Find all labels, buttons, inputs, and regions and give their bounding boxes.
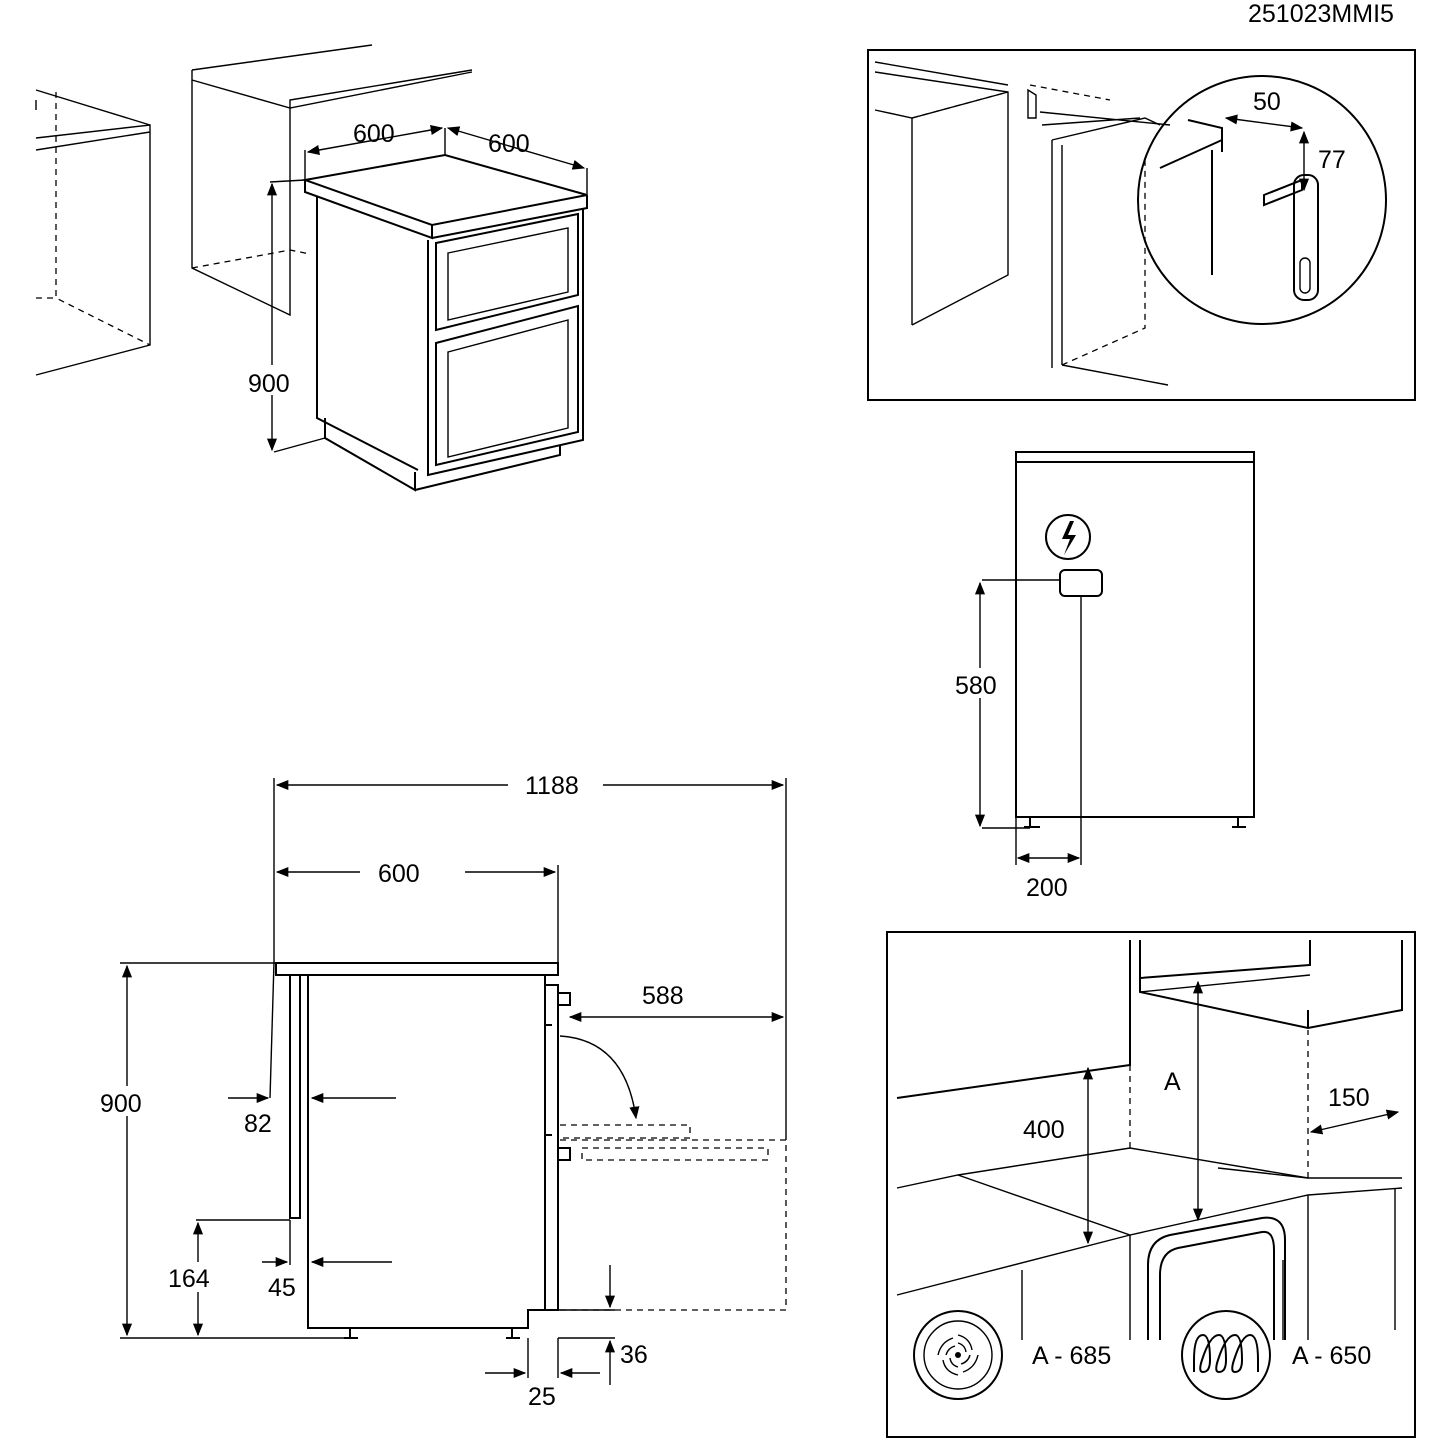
socket-box — [1059, 569, 1103, 597]
left-cabinet — [35, 89, 151, 376]
fixing-bracket-frame — [867, 49, 1416, 401]
dimension-height: 900 — [248, 370, 290, 398]
electrical-offset: 200 — [1026, 874, 1068, 902]
heating-element-clearance: A - 650 — [1292, 1342, 1371, 1370]
clearance-view: A 400 150 A - 685 A - 650 — [886, 931, 1416, 1438]
side-view: 1188 600 588 900 82 — [100, 772, 787, 1411]
clearance-label-a: A — [1164, 1068, 1181, 1096]
clearance-side-height: 400 — [1023, 1116, 1065, 1144]
dimension-depth: 600 — [488, 130, 530, 158]
cooker-3d — [301, 153, 588, 492]
side-height: 900 — [100, 1090, 142, 1118]
fixing-bracket-view: 50 77 — [867, 49, 1416, 401]
detail-magnifier — [1137, 75, 1387, 325]
document-code: 251023MMI5 — [1248, 0, 1394, 28]
door-open-depth: 588 — [642, 982, 684, 1010]
heating-element-icon — [1181, 1310, 1271, 1400]
side-width: 600 — [378, 860, 420, 888]
installation-view: 600 600 900 — [35, 44, 588, 492]
back-cabinet — [191, 44, 473, 317]
total-depth: 1188 — [525, 772, 579, 800]
back-offset: 82 — [244, 1110, 272, 1138]
bracket-height: 77 — [1318, 146, 1346, 174]
fan-oven-icon — [913, 1310, 1003, 1400]
electrical-connection-icon — [1045, 514, 1091, 560]
dimension-width: 600 — [353, 120, 395, 148]
foot-height: 36 — [620, 1341, 648, 1369]
electrical-view: 580 200 — [955, 451, 1255, 902]
fan-oven-clearance: A - 685 — [1032, 1342, 1111, 1370]
bracket-offset: 50 — [1253, 88, 1281, 116]
panel-offset: 45 — [268, 1274, 296, 1302]
clearance-frame — [886, 931, 1416, 1438]
panel-height: 164 — [168, 1265, 210, 1293]
clearance-side-gap: 150 — [1328, 1084, 1370, 1112]
electrical-height: 580 — [955, 672, 997, 700]
foot-offset: 25 — [528, 1383, 556, 1411]
